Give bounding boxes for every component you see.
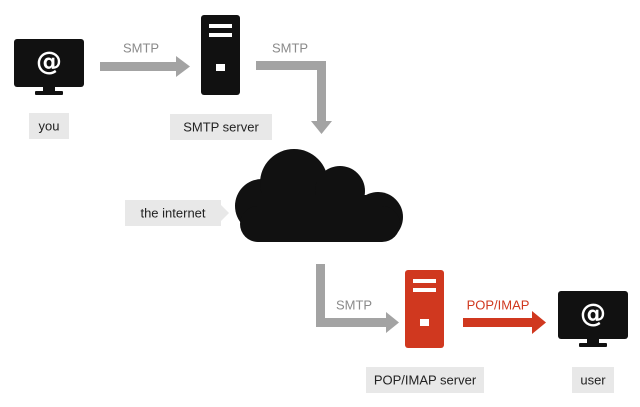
- arrow-you-to-smtp: SMTP: [100, 41, 190, 77]
- internet: the internet: [125, 149, 403, 242]
- server-tower-icon: [201, 15, 240, 95]
- internet-label-box: [125, 200, 221, 226]
- pop-imap-server: POP/IMAP server: [366, 270, 484, 393]
- at-symbol: @: [580, 299, 606, 329]
- computer-monitor-icon: @: [14, 39, 84, 95]
- computer-monitor-icon: @: [558, 291, 628, 347]
- arrow-internet-to-pop: SMTP: [316, 264, 399, 333]
- smtp-server: SMTP server: [170, 15, 272, 140]
- user-computer: @ user: [558, 291, 628, 393]
- smtp-server-label: SMTP server: [183, 120, 259, 135]
- pop-imap-server-label: POP/IMAP server: [374, 373, 477, 388]
- you-label: you: [39, 119, 60, 134]
- at-symbol: @: [36, 47, 62, 77]
- edge-label-smtp-2: SMTP: [272, 41, 308, 56]
- internet-label-pointer: [221, 205, 229, 221]
- arrow-smtp-to-internet: SMTP: [256, 41, 332, 134]
- internet-label: the internet: [140, 206, 205, 221]
- user-label: user: [580, 373, 606, 388]
- edge-label-pop-imap: POP/IMAP: [467, 298, 530, 313]
- you-label-box: [29, 113, 69, 139]
- cloud-icon: [235, 149, 403, 242]
- you-computer: @ you: [14, 39, 84, 139]
- arrow-pop-to-user: POP/IMAP: [463, 298, 546, 334]
- smtp-server-label-box: [170, 114, 272, 140]
- pop-imap-server-label-box: [366, 367, 484, 393]
- edge-label-smtp-1: SMTP: [123, 41, 159, 56]
- user-label-box: [572, 367, 614, 393]
- server-tower-icon: [405, 270, 444, 348]
- edge-label-smtp-3: SMTP: [336, 298, 372, 313]
